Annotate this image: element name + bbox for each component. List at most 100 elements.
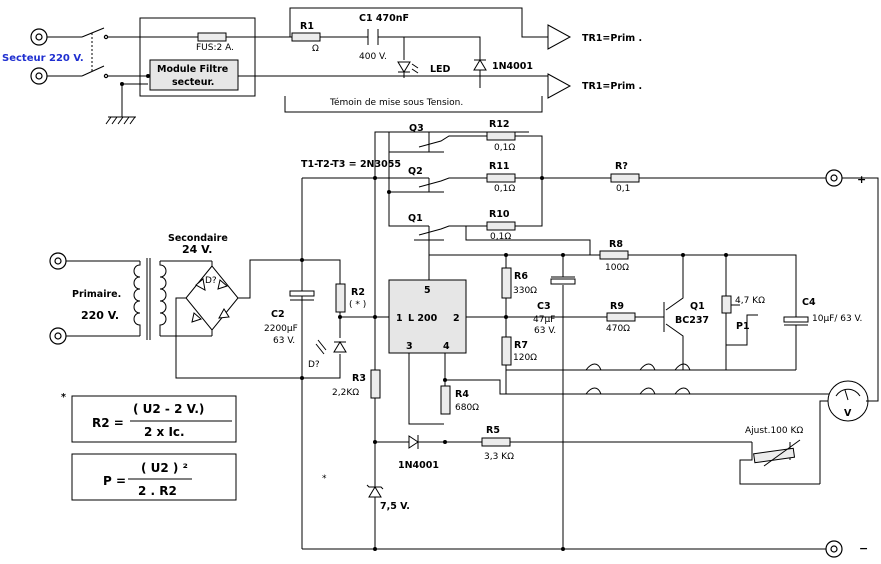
resistor-r1 [291, 32, 321, 42]
r11-label: R11 [489, 161, 510, 172]
l200-pin2: 2 [453, 313, 460, 324]
r8-value: 100Ω [605, 263, 629, 273]
led-label: LED [430, 64, 451, 75]
r10-value: 0,1Ω [490, 232, 511, 242]
r9-value: 470Ω [606, 324, 630, 334]
r6-label: R6 [514, 271, 528, 282]
r7-label: R7 [514, 340, 528, 351]
dq-label: D? [308, 360, 320, 370]
c2-voltage: 63 V. [273, 336, 295, 346]
divider-section: R6 330Ω R7 120Ω C3 47µF 63 V. [501, 253, 576, 549]
transistor-note: T1-T2-T3 = 2N3055 [301, 159, 401, 170]
r8-label: R8 [609, 239, 623, 250]
c3-voltage: 63 V. [534, 326, 556, 336]
voltmeter-label: V [844, 408, 852, 419]
transformer-section: Primaire. 220 V. Secondaire 24 V. D? [49, 233, 302, 379]
diode-dq [333, 341, 347, 353]
plus-label: + [857, 173, 866, 186]
r2-label: R2 [351, 287, 365, 298]
r12-value: 0,1Ω [494, 143, 515, 153]
bridge-label: D? [205, 276, 217, 286]
resistor-r5 [481, 437, 511, 447]
minus-label: − [859, 542, 868, 555]
resistor-r4 [440, 385, 451, 415]
filter-label-2: secteur. [172, 77, 214, 88]
indicator-diode-label: 1N4001 [492, 61, 533, 72]
resistor-r2 [335, 283, 346, 313]
formula-section: * R2 = ( U2 - 2 V.) 2 x Ic. P = ( U2 ) ²… [61, 392, 237, 501]
rq-label: R? [615, 161, 628, 172]
r9-label: R9 [610, 301, 624, 312]
resistor-r6 [501, 267, 512, 299]
l200-regulator [388, 279, 467, 354]
ajust-label: Ajust.100 KΩ [745, 426, 803, 436]
p-formula-num: ( U2 ) ² [141, 461, 188, 475]
regulator-section: L 200 5 1 2 3 4 [373, 253, 609, 425]
input-filter-section: C2 2200µF 63 V. R2 ( * ) D? * [264, 178, 389, 549]
q1-label: Q1 [408, 213, 423, 224]
secondary-label: Secondaire [168, 233, 228, 244]
resistor-r7 [501, 336, 512, 366]
indicator-caption: Témoin de mise sous Tension. [329, 97, 463, 108]
resistor-rq [610, 173, 640, 183]
tr-out-label-1: TR1=Prim . [582, 33, 642, 44]
star-mark: * [322, 474, 327, 484]
zener-diode [368, 486, 382, 498]
l200-pin1: 1 [396, 313, 403, 324]
r11-value: 0,1Ω [494, 184, 515, 194]
bc237-q-label: Q1 [690, 301, 705, 312]
capacitor-c4 [783, 316, 809, 323]
l200-pin4: 4 [443, 341, 450, 352]
diode-1n4001-label: 1N4001 [398, 460, 439, 471]
l200-pin5: 5 [424, 285, 431, 296]
resistor-r9 [606, 312, 636, 322]
c3-label: C3 [537, 301, 551, 312]
primary-voltage: 220 V. [81, 309, 119, 322]
c4-value: 10µF/ 63 V. [812, 314, 862, 324]
tr-output-1 [547, 24, 572, 50]
p-formula-den: 2 . R2 [138, 484, 177, 498]
capacitor-c3 [550, 278, 576, 285]
l200-pin3: 3 [406, 341, 413, 352]
r5-value: 3,3 KΩ [484, 452, 514, 462]
filter-label-1: Module Filtre [157, 64, 228, 75]
bc237-label: BC237 [675, 315, 709, 326]
secondary-voltage: 24 V. [182, 243, 212, 256]
r6-value: 330Ω [513, 286, 537, 296]
p1-label: P1 [736, 321, 750, 332]
c4-label: C4 [802, 297, 816, 308]
p1-value: 4,7 KΩ [735, 296, 765, 306]
ajust-potentiometer [753, 447, 796, 464]
q3-label: Q3 [409, 123, 424, 134]
r10-label: R10 [489, 209, 510, 220]
r1-label: R1 [300, 21, 314, 32]
r7-value: 120Ω [513, 353, 537, 363]
l200-label: L 200 [408, 313, 438, 324]
r2-formula-box [71, 395, 237, 443]
resistor-r11 [486, 173, 516, 183]
formula-asterisk: * [61, 392, 66, 403]
reference-section: R3 2,2KΩ R4 680Ω 1N4001 R5 3,3 KΩ 7,5 V.… [302, 177, 879, 558]
primary-label: Primaire. [72, 289, 121, 300]
q2-label: Q2 [408, 166, 423, 177]
c2-value: 2200µF [264, 324, 298, 334]
c2-label: C2 [271, 309, 285, 320]
potentiometer-p1 [721, 295, 732, 314]
rq-value: 0,1 [616, 184, 630, 194]
pass-transistor-section: T1-T2-T3 = 2N3055 Q3 Q2 Q1 R12 0,1Ω R11 … [301, 119, 866, 549]
r2-formula-lhs: R2 = [92, 416, 124, 430]
c3-value: 47µF [533, 315, 555, 325]
mains-label: Secteur 220 V. [2, 53, 84, 64]
r4-value: 680Ω [455, 403, 479, 413]
resistor-r8 [599, 250, 629, 260]
tr-output-2 [547, 73, 572, 99]
r5-label: R5 [486, 425, 500, 436]
r3-label: R3 [352, 373, 366, 384]
r2-formula-num: ( U2 - 2 V.) [133, 402, 204, 416]
r2-formula-den: 2 x Ic. [144, 425, 185, 439]
resistor-r10 [486, 221, 516, 231]
filter-module [149, 59, 239, 91]
r3-value: 2,2KΩ [332, 388, 359, 398]
r4-label: R4 [455, 389, 469, 400]
resistor-r12 [486, 131, 516, 141]
